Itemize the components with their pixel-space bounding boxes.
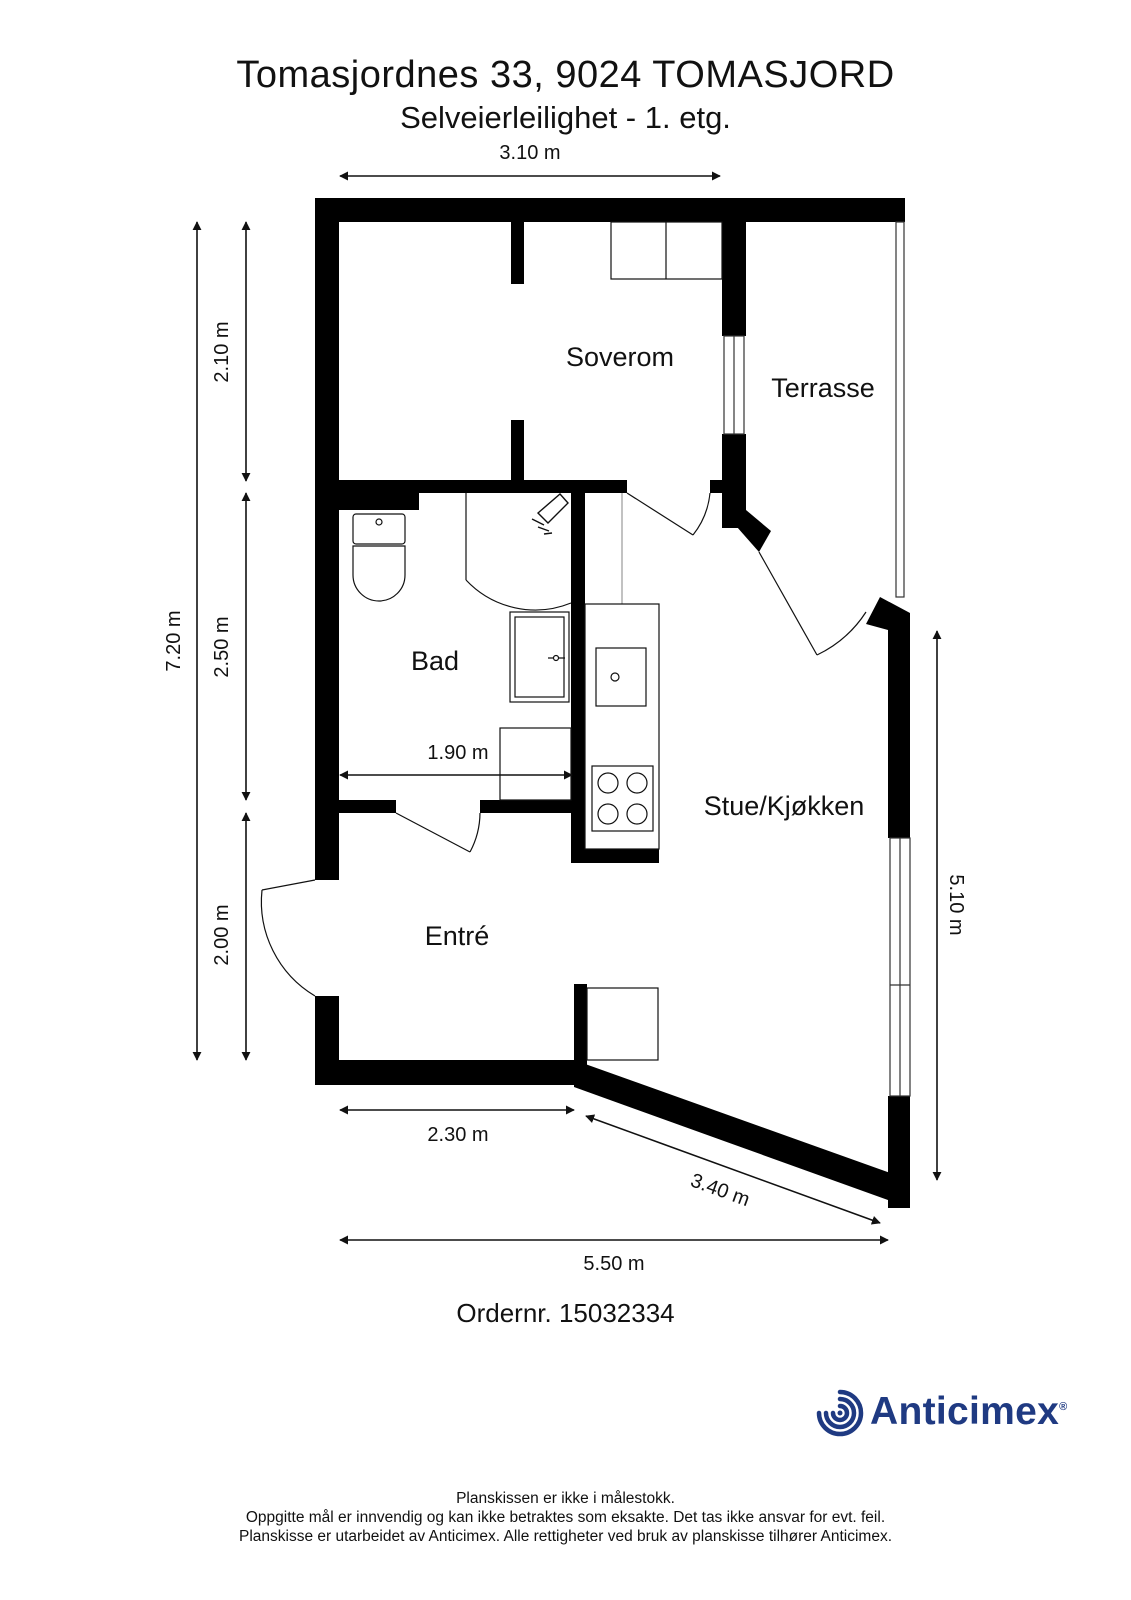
room-label-soverom: Soverom — [566, 342, 674, 372]
dim-label-top: 3.10 m — [499, 142, 560, 164]
anticimex-swirl-icon — [816, 1389, 864, 1437]
wall-bedroom-bottom-right — [710, 480, 724, 493]
stove-icon — [591, 765, 654, 832]
wall-right-lower — [888, 1096, 910, 1208]
windows — [621, 221, 911, 1097]
dim-label-total-width: 5.50 m — [583, 1253, 644, 1275]
logo-registered-mark: ® — [1059, 1401, 1068, 1413]
toilet-icon — [352, 513, 406, 602]
wall-kitchen-bottom — [571, 849, 659, 863]
entry-cabinet — [586, 987, 659, 1061]
window-terrace-rail — [895, 221, 905, 598]
dim-label-bad: 2.50 m — [211, 616, 233, 677]
footer-disclaimer: Planskissen er ikke i målestokk. Oppgitt… — [0, 1489, 1131, 1546]
wall-bath-bottom-right — [480, 800, 572, 813]
plan-title: Tomasjordnes 33, 9024 TOMASJORD — [236, 54, 895, 96]
plan-subtitle: Selveierleilighet - 1. etg. — [400, 100, 731, 135]
room-label-entre: Entré — [425, 921, 490, 951]
wall-left-upper — [315, 198, 339, 880]
wall-bottom-left — [315, 1060, 577, 1085]
dim-label-bad-width: 1.90 m — [427, 742, 488, 764]
dimension-lines — [192, 171, 942, 1245]
wall-bedroom-stub-top — [511, 222, 524, 284]
doors — [260, 492, 867, 997]
dim-label-diagonal: 3.40 m — [688, 1170, 753, 1212]
dim-label-total-height: 7.20 m — [163, 610, 185, 671]
order-number: Ordernr. 15032334 — [456, 1298, 675, 1328]
wall-top — [315, 198, 905, 222]
dim-label-bottom-left: 2.30 m — [427, 1124, 488, 1146]
wall-right-upper — [866, 597, 910, 838]
room-label-terrasse: Terrasse — [771, 373, 875, 403]
fixtures — [352, 221, 723, 1061]
wall-terrace-corner — [722, 510, 771, 552]
dim-label-right: 5.10 m — [945, 874, 967, 935]
wall-bath-top-stub — [339, 493, 419, 510]
dim-line-diagonal — [585, 1114, 881, 1225]
kitchen-sink-icon — [595, 647, 647, 707]
wall-entry-partition — [574, 984, 587, 1066]
dim-label-entre: 2.00 m — [211, 904, 233, 965]
anticimex-logo: Anticimex® — [815, 1388, 1075, 1438]
washer-box — [499, 727, 572, 801]
wall-bedroom-bottom-left — [339, 480, 627, 493]
wall-bath-kitchen — [571, 493, 585, 863]
wall-bedroom-stub-bottom — [511, 420, 524, 482]
footer-line-3: Planskisse er utarbeidet av Anticimex. A… — [238, 1528, 892, 1545]
room-label-bad: Bad — [411, 646, 459, 676]
footer-line-1: Planskissen er ikke i målestokk. — [456, 1490, 675, 1507]
wall-bath-bottom-left — [339, 800, 396, 813]
bath-sink-icon — [509, 611, 570, 703]
wall-bedroom-terrace-upper — [722, 198, 746, 336]
logo-name: Anticimex — [870, 1390, 1060, 1433]
shower-icon — [531, 493, 569, 535]
room-label-stue: Stue/Kjøkken — [704, 791, 865, 821]
footer-line-2: Oppgitte mål er innvendig og kan ikke be… — [245, 1509, 886, 1526]
dim-label-soverom: 2.10 m — [211, 321, 233, 382]
